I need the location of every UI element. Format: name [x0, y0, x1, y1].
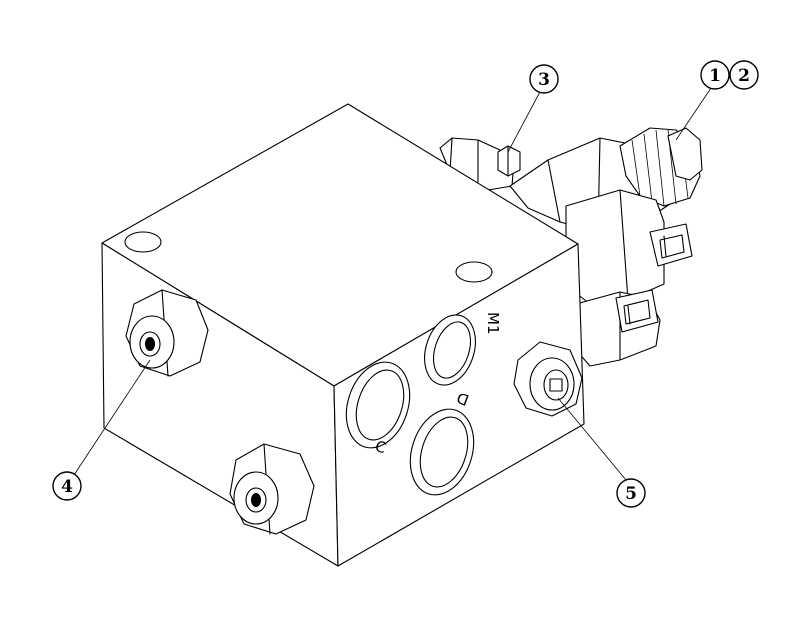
callout-3-label: 3	[538, 70, 550, 90]
port-label-m1: M1	[484, 312, 502, 335]
callout-1-label: 1	[709, 66, 721, 86]
callout-4-label: 4	[61, 477, 73, 497]
top-mounting-hole	[124, 231, 162, 253]
callout-4: 4	[52, 471, 82, 501]
callout-3: 3	[529, 64, 559, 94]
plug-lower	[229, 443, 315, 535]
callout-5-label: 5	[625, 484, 637, 504]
port-m1	[424, 314, 476, 386]
solenoid-coil-assembly	[509, 127, 703, 367]
port-d	[409, 408, 475, 496]
callout-2: 2	[729, 60, 759, 90]
callout-5: 5	[616, 478, 646, 508]
leader-lines	[71, 87, 712, 481]
plug-4	[125, 289, 209, 377]
callout-1: 1	[700, 60, 730, 90]
callout-2-label: 2	[738, 66, 750, 86]
top-mounting-hole	[455, 261, 493, 283]
port-c	[345, 361, 411, 449]
plug-5	[513, 341, 583, 417]
